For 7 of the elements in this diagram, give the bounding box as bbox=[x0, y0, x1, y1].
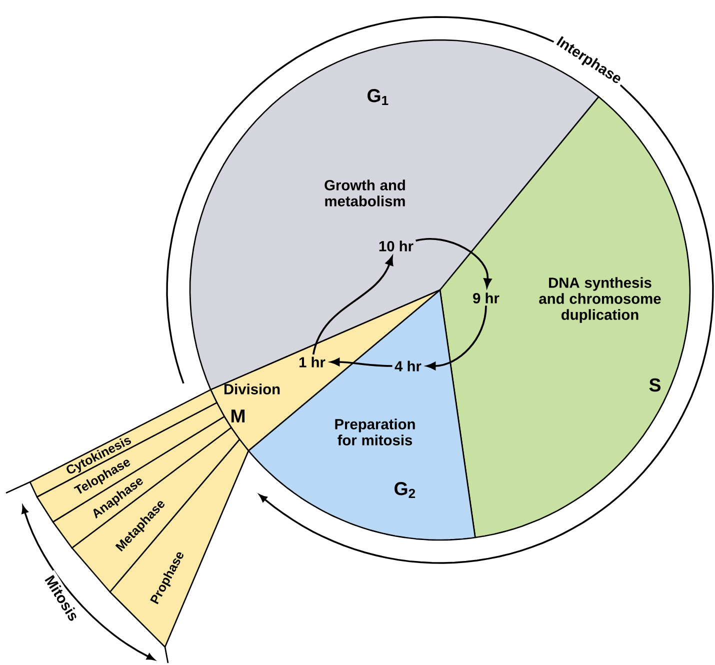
arrow bbox=[426, 306, 487, 370]
duration-label: 1 hr bbox=[296, 354, 328, 370]
duration-label: 10 hr bbox=[376, 238, 416, 254]
duration-label: 4 hr bbox=[392, 358, 424, 374]
arrow bbox=[416, 238, 492, 288]
arrow bbox=[312, 256, 394, 355]
arrow bbox=[330, 358, 392, 367]
